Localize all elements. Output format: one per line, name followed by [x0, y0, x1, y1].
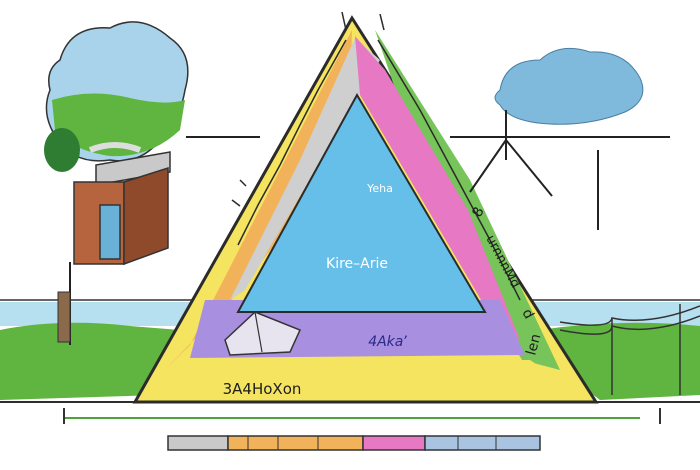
- label-center: Kire–Arie: [326, 256, 388, 272]
- island-hills: [52, 93, 185, 157]
- ruler-blue: [424, 435, 541, 451]
- sketch-strokes: [231, 11, 521, 301]
- sketch-tick-c: [341, 11, 347, 31]
- ruler-bar-icon: [167, 435, 541, 451]
- pyramid-band-gray: [230, 38, 380, 300]
- left-post-icon: [57, 291, 71, 343]
- pyramid-band-green: [375, 30, 560, 370]
- house-door: [99, 204, 121, 260]
- power-wire-2: [559, 315, 700, 335]
- sketch-left-edge: [237, 39, 347, 246]
- island-road: [88, 142, 142, 153]
- turbine-blade-right: [505, 139, 553, 197]
- house-side: [123, 166, 169, 266]
- tent-icon: [224, 311, 302, 356]
- island-bush: [44, 128, 80, 172]
- ruler-pink: [362, 435, 426, 451]
- pyramid-inner-blue: [236, 92, 487, 313]
- power-lines-icon: [559, 304, 700, 395]
- tree-cloud-island-icon: [44, 21, 189, 172]
- tent-ridge: [254, 311, 263, 353]
- cloud-shape: [494, 47, 644, 125]
- label-purple-band: 4Akaʼ: [368, 334, 408, 350]
- label-right-side-bottom: len: [523, 332, 544, 357]
- power-wire-1: [559, 305, 700, 326]
- brick-house-icon: [73, 151, 171, 266]
- sketch-tick-b: [231, 199, 241, 207]
- cloud-icon: [494, 47, 644, 125]
- sketch-tick-d: [379, 13, 385, 31]
- house-roof: [95, 151, 171, 186]
- label-apex: Yeha: [366, 182, 393, 195]
- sketch-tick-a: [239, 179, 247, 187]
- ruler-left-cap: [167, 435, 229, 451]
- pyramid-band-yellow-inner: [160, 360, 560, 385]
- grass-left: [0, 322, 180, 400]
- turbine-blade-left: [469, 139, 507, 193]
- post-figure: [57, 291, 71, 343]
- label-base-band: 3A4HoХon: [223, 380, 302, 398]
- pyramid-band-pink: [355, 36, 520, 340]
- sketch-right-edge: [377, 39, 521, 301]
- tent-body: [224, 311, 302, 356]
- wind-turbine-icon: [469, 110, 553, 197]
